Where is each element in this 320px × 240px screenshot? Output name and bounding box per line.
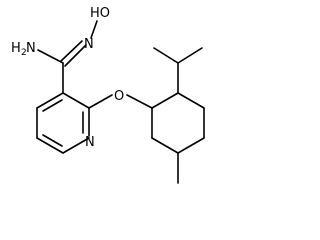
hydroxyl-label: HO xyxy=(90,6,110,21)
bond-c6-c5 xyxy=(36,137,64,154)
bond-n1-c6 xyxy=(62,137,90,154)
bond-c-n-imine-a xyxy=(64,44,87,67)
structure-canvas: HO N H 2 N O N xyxy=(11,6,205,184)
bond-o-c1 xyxy=(126,94,153,109)
amine-subscript-label: 2 xyxy=(21,48,27,58)
bond-isopropyl-me1 xyxy=(153,47,179,64)
bond-c1-c2 xyxy=(151,92,179,109)
imine-nitrogen-label: N xyxy=(84,37,94,52)
ether-oxygen-label: O xyxy=(114,89,124,104)
amine-nitrogen-label: N xyxy=(26,41,36,56)
amine-hydrogen-label: H xyxy=(11,41,21,56)
bond-c4-c5 xyxy=(177,137,205,154)
bond-n-oh xyxy=(90,20,98,39)
molecule-drawing: HO N H 2 N O N xyxy=(11,6,205,184)
bond-c3-c2 xyxy=(62,92,90,109)
bond-c-n-imine-b xyxy=(60,40,83,62)
bond-c4-c3 xyxy=(36,92,64,109)
bond-c4-c3-inner xyxy=(42,99,63,112)
bond-c5-c6 xyxy=(151,137,179,154)
bond-isopropyl-me2 xyxy=(177,47,203,64)
bond-c2-c3 xyxy=(177,92,205,109)
bond-c6-c5-inner xyxy=(42,134,63,147)
pyridine-nitrogen-label: N xyxy=(85,135,95,150)
bond-c-nh2 xyxy=(37,49,64,64)
bond-c2-o xyxy=(88,94,113,109)
